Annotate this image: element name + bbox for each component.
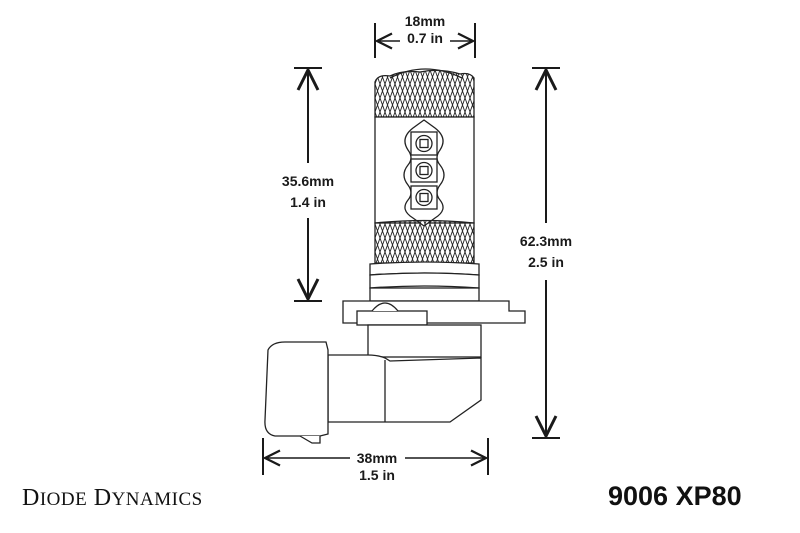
brand-rest-2: YNAMICS <box>111 489 203 510</box>
left-height-mm: 35.6mm <box>281 173 335 189</box>
top-width-label: 18mm 0.7 in <box>395 13 455 47</box>
bottom-width-mm: 38mm <box>356 450 398 466</box>
left-height-dimension <box>294 67 322 302</box>
brand-initial-2: D <box>93 485 112 511</box>
brand-rest-1: IODE <box>39 489 88 510</box>
led-chip-3 <box>410 185 438 210</box>
top-width-in: 0.7 in <box>407 30 443 46</box>
bulb-drawing <box>264 68 526 444</box>
led-chip-2 <box>410 158 438 183</box>
brand-initial-1: D <box>22 485 40 511</box>
left-height-label: 35.6mm 1.4 in <box>272 173 344 211</box>
brand-logo: DIODE DYNAMICS <box>22 485 203 512</box>
left-height-in: 1.4 in <box>290 194 326 210</box>
top-width-dimension <box>374 23 476 58</box>
right-height-dimension <box>532 67 560 439</box>
top-width-mm: 18mm <box>404 13 446 29</box>
bottom-width-label: 38mm 1.5 in <box>347 450 407 484</box>
right-height-mm: 62.3mm <box>519 233 573 249</box>
led-chip-1 <box>410 131 438 156</box>
model-name: 9006 XP80 <box>608 481 742 511</box>
right-height-in: 2.5 in <box>528 254 564 270</box>
bottom-width-in: 1.5 in <box>359 467 395 483</box>
right-height-label: 62.3mm 2.5 in <box>510 233 582 271</box>
bottom-width-dimension <box>262 438 489 475</box>
